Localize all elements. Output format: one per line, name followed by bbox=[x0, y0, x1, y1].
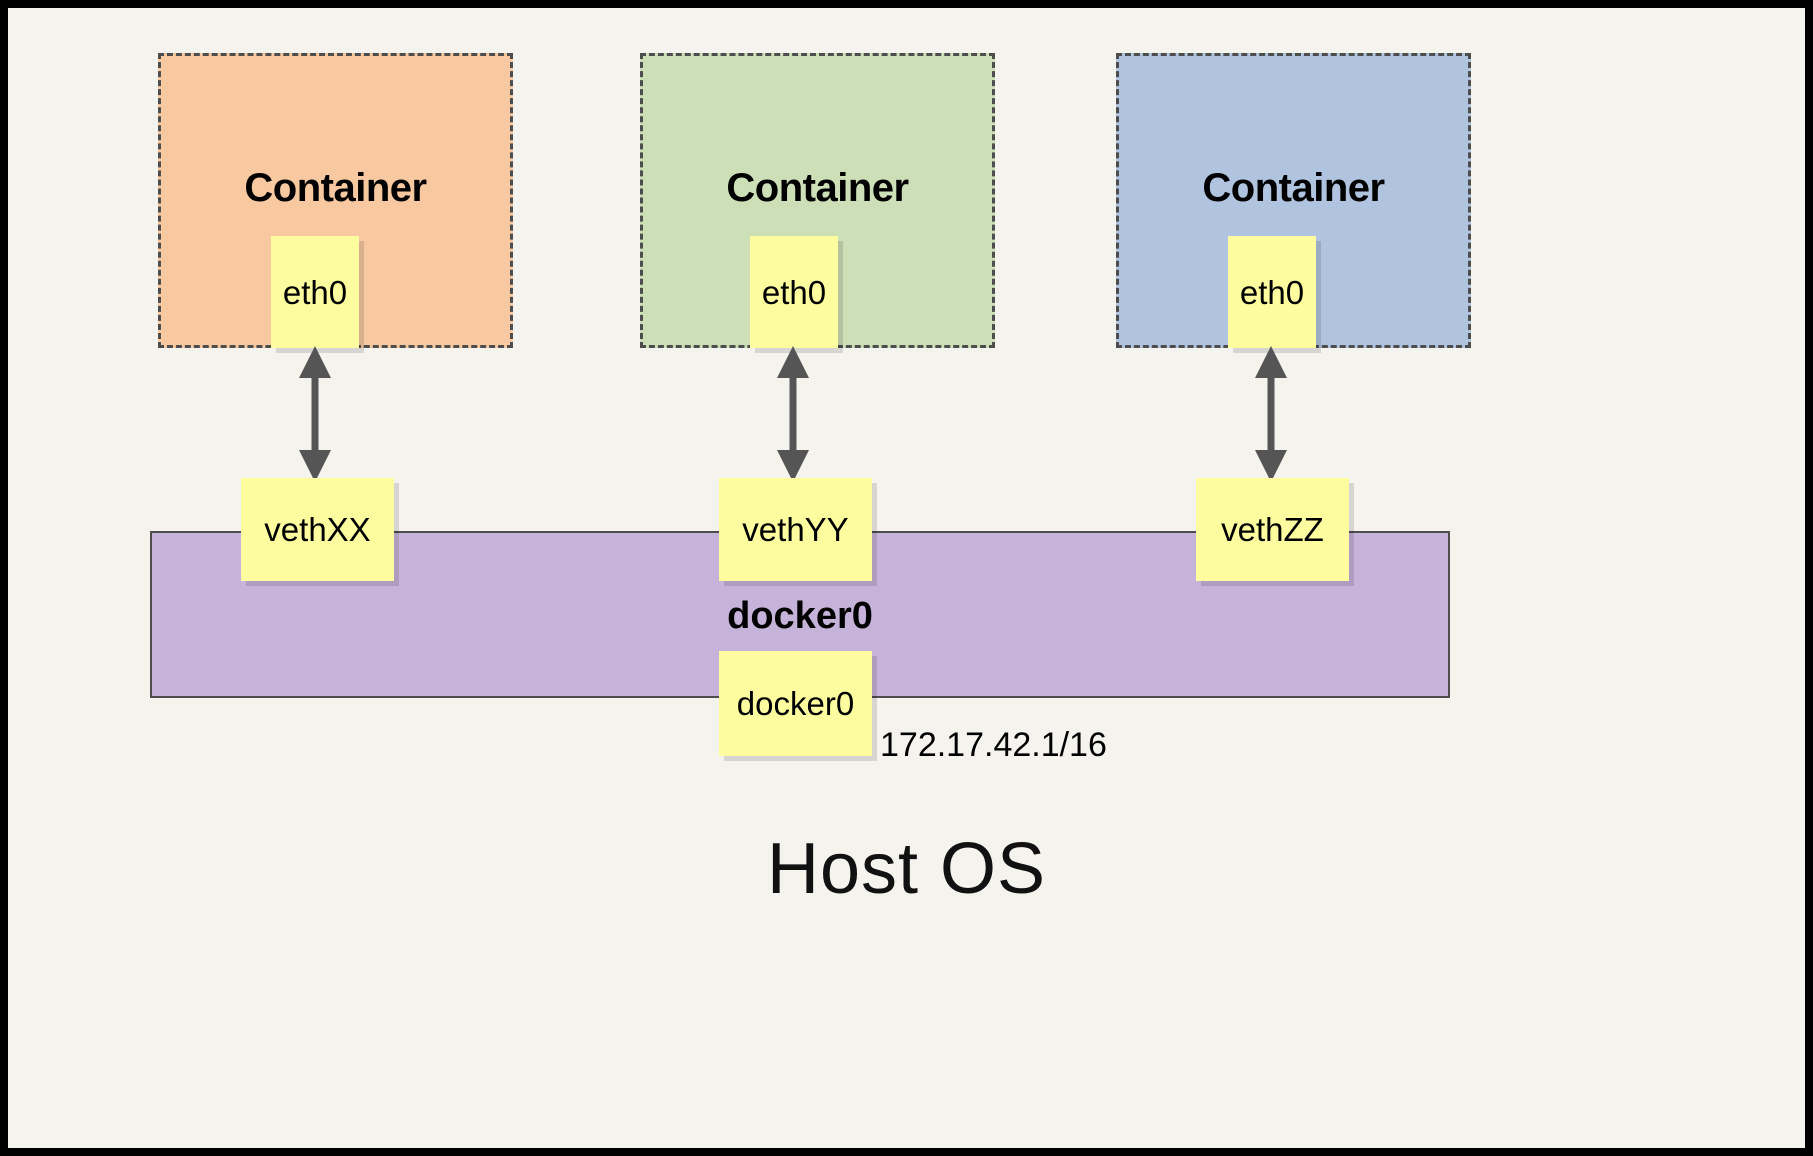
veth-box-vethzz[interactable]: vethZZ bbox=[1196, 478, 1349, 581]
connector-arrow-eth0-vethxx bbox=[299, 346, 331, 482]
veth-box-vethyy[interactable]: vethYY bbox=[719, 478, 872, 581]
eth0-box-container-1[interactable]: eth0 bbox=[271, 236, 359, 348]
container-title-3: Container bbox=[1202, 166, 1385, 210]
container-title-1: Container bbox=[244, 166, 427, 210]
docker0-ip-label: 172.17.42.1/16 bbox=[880, 726, 1107, 764]
veth-box-vethxx[interactable]: vethXX bbox=[241, 478, 394, 581]
container-title-2: Container bbox=[726, 166, 909, 210]
connector-arrow-eth0-vethyy bbox=[777, 346, 809, 482]
docker0-bridge-label: docker0 bbox=[727, 595, 873, 637]
host-os-canvas: Container Container Container eth0 eth0 … bbox=[8, 8, 1805, 1148]
connector-arrow-eth0-vethzz bbox=[1255, 346, 1287, 482]
host-os-label: Host OS bbox=[766, 829, 1047, 909]
docker0-interface-box[interactable]: docker0 bbox=[719, 651, 872, 756]
eth0-box-container-3[interactable]: eth0 bbox=[1228, 236, 1316, 348]
eth0-box-container-2[interactable]: eth0 bbox=[750, 236, 838, 348]
